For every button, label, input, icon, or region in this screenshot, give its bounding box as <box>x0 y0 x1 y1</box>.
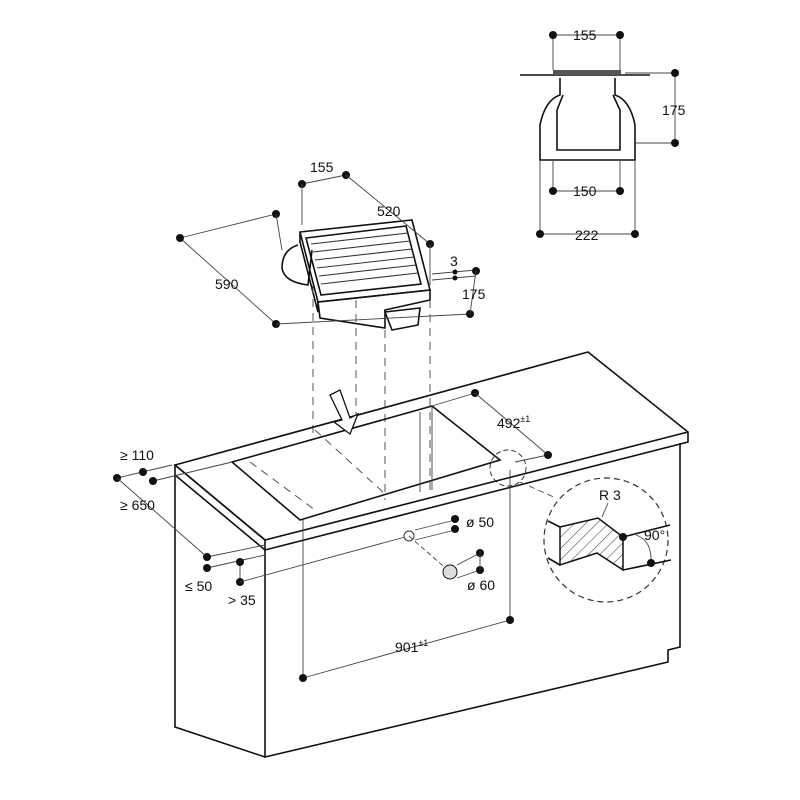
dim-module-width: 155 <box>310 159 334 175</box>
dim-cutout-depth: 492±1 <box>497 414 530 431</box>
edge-detail: R 3 90° <box>489 449 672 603</box>
dim-min-front: > 35 <box>228 592 256 608</box>
dim-max-front: ≤ 50 <box>185 578 212 594</box>
dim-module-depth: 590 <box>215 276 239 292</box>
detail-radius: R 3 <box>599 487 621 503</box>
dim-hole-large: ø 60 <box>467 577 495 593</box>
dim-bottom-width: 222 <box>575 227 599 243</box>
cross-section-view: 155 175 150 222 <box>520 27 686 243</box>
dim-min-back: ≥ 110 <box>120 447 154 463</box>
dim-module-length: 520 <box>377 203 401 219</box>
dim-module-height: 175 <box>462 286 486 302</box>
downdraft-module: 155 520 590 3 175 <box>176 159 486 500</box>
dim-module-gap: 3 <box>450 253 458 269</box>
detail-angle: 90° <box>644 527 665 543</box>
dim-top-width: 155 <box>573 27 597 43</box>
dim-cutout-width: 901±1 <box>395 638 428 655</box>
dim-min-depth: ≥ 650 <box>120 497 155 513</box>
cabinet: 901±1 492±1 ≥ 110 ≥ 650 ≤ 50 > 35 ø 50 ø… <box>113 351 689 759</box>
dim-hole-small: ø 50 <box>466 514 494 530</box>
dim-top-height: 175 <box>662 102 686 118</box>
dim-inner-width: 150 <box>573 183 597 199</box>
